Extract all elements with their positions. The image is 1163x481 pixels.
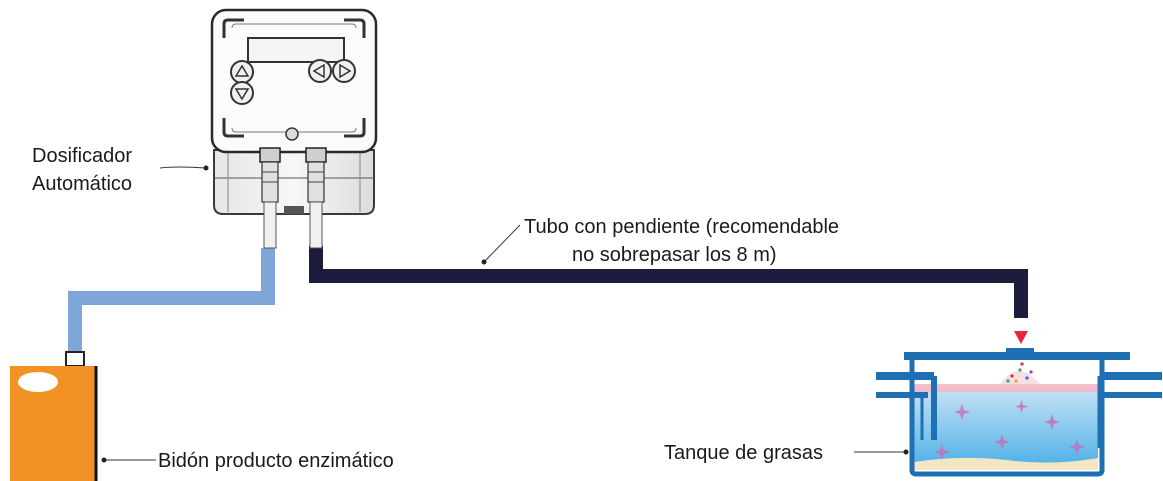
button-right-icon — [332, 59, 356, 83]
button-left-icon — [308, 59, 332, 83]
button-up-icon — [230, 60, 254, 84]
suction-tube — [68, 248, 275, 354]
dosing-device — [210, 8, 378, 249]
label-tank: Tanque de grasas — [664, 442, 823, 464]
label-tube-line1: Tubo con pendiente (recomendable — [524, 216, 839, 238]
button-down-icon — [230, 81, 254, 105]
label-dosing-line1: Dosificador — [32, 145, 132, 167]
screw-icon — [285, 127, 299, 141]
discharge-tube — [309, 246, 1028, 318]
cable-gland-right — [305, 147, 327, 249]
leader-lines — [101, 165, 909, 463]
label-tube-line2: no sobrepasar los 8 m) — [572, 244, 777, 266]
cable-gland-left — [259, 147, 281, 249]
grease-tank — [876, 348, 1162, 477]
label-drum: Bidón producto enzimático — [158, 450, 394, 472]
enzyme-drum — [10, 351, 98, 481]
drop-marker-icon — [1014, 331, 1028, 344]
label-dosing-line2: Automático — [32, 173, 132, 195]
